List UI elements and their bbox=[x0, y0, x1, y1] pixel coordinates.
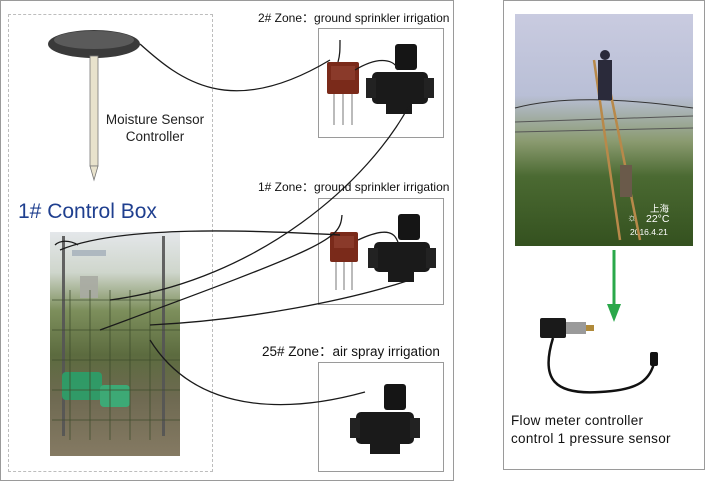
flow-meter-label: Flow meter controller control 1 pressure… bbox=[511, 412, 671, 448]
flow-meter-line1: Flow meter controller bbox=[511, 413, 644, 428]
photo-weather-icon: ☼ bbox=[627, 212, 638, 224]
photo-city: 上海 bbox=[650, 204, 670, 215]
pressure-sensor-icon bbox=[540, 318, 658, 394]
zone-1-label: 1# Zone：ground sprinkler irrigation bbox=[258, 180, 450, 194]
flow-meter-line2: control 1 pressure sensor bbox=[511, 431, 671, 446]
zone-2-label: 2# Zone：ground sprinkler irrigation bbox=[258, 11, 450, 25]
zone-1-devices bbox=[330, 214, 436, 290]
control-box-photo bbox=[50, 232, 180, 456]
control-box-region bbox=[8, 14, 213, 472]
photo-temperature: 22°C bbox=[646, 213, 670, 225]
moisture-sensor-line2: Controller bbox=[125, 129, 185, 144]
zone-25-devices bbox=[350, 384, 420, 454]
moisture-sensor-icon bbox=[48, 30, 140, 182]
wires bbox=[54, 39, 411, 406]
control-box-title: 1# Control Box bbox=[18, 200, 157, 223]
moisture-sensor-label: Moisture Sensor Controller bbox=[90, 111, 220, 145]
control-box-photo-details bbox=[52, 236, 180, 440]
down-arrow-icon bbox=[607, 250, 621, 322]
zone-25-label: 25# Zone：air spray irrigation bbox=[262, 344, 440, 359]
moisture-sensor-line1: Moisture Sensor bbox=[105, 112, 205, 127]
photo-date: 2016.4.21 bbox=[630, 227, 668, 237]
field-photo-details bbox=[514, 50, 694, 241]
zone-2-devices bbox=[327, 44, 434, 125]
